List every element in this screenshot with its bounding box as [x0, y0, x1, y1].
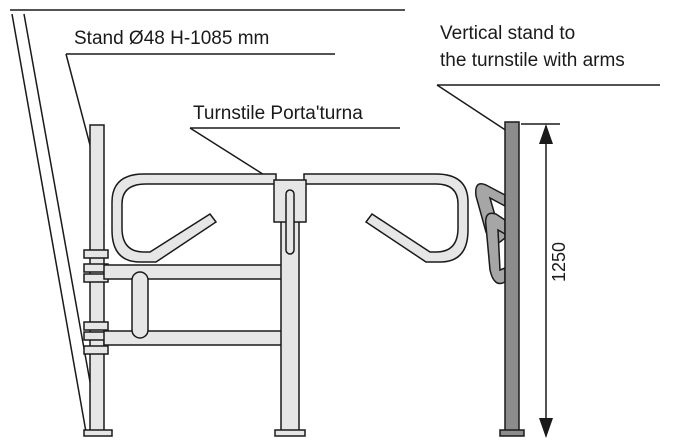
stand-label: Stand Ø48 H-1085 mm	[74, 28, 270, 49]
side-arm-front	[484, 212, 506, 285]
vertical-stand-assembly	[474, 121, 525, 437]
vertical-stand-post	[504, 121, 520, 433]
arrow-down-icon	[539, 418, 553, 438]
arrow-up-icon	[539, 124, 553, 144]
vertical-stand-label-line2: the turnstile with arms	[440, 50, 625, 71]
vertical-link-bar	[131, 271, 149, 339]
leader-left-long	[11, 13, 87, 433]
vertical-stand-base	[499, 429, 525, 437]
vertical-stand-label-line1: Vertical stand to	[440, 23, 576, 44]
vertical-stand-leader	[436, 84, 514, 136]
turnstile-label: Turnstile Porta'turna	[193, 103, 363, 124]
clamp-band-4	[83, 321, 109, 331]
clamp-band-1	[83, 249, 109, 259]
leader-left-inner	[23, 13, 100, 433]
dimension-1250	[521, 123, 560, 438]
clamp-band-6	[83, 345, 109, 355]
left-stand-base	[83, 429, 113, 437]
stand-leader	[65, 53, 91, 146]
rotor-shaft-slot	[285, 189, 295, 255]
leader-lines	[10, 9, 660, 433]
right-rotor-arm	[303, 173, 469, 263]
left-stand-assembly	[83, 124, 291, 437]
left-rotor-arm	[111, 173, 277, 263]
turnstile-base	[274, 429, 306, 437]
turnstile-assembly	[111, 173, 469, 437]
dimension-label: 1250	[549, 241, 569, 282]
